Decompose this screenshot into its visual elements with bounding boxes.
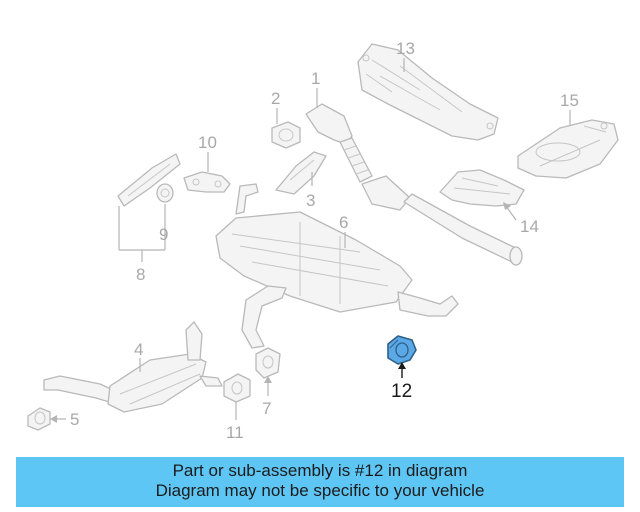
part-9-rubber-mount: [156, 183, 174, 203]
info-banner: Part or sub-assembly is #12 in diagram D…: [16, 457, 624, 507]
part-10-hanger: [183, 171, 231, 193]
part-6-rear-muffler: [215, 183, 459, 349]
callout-2: 2: [271, 89, 280, 108]
callout-12: 12: [391, 381, 412, 402]
leader-5: [50, 415, 66, 423]
part-1-front-pipe: [305, 103, 523, 266]
part-3-bracket: [275, 151, 327, 195]
callout-11: 11: [226, 423, 244, 442]
callout-15: 15: [560, 91, 579, 110]
callout-4: 4: [134, 340, 143, 359]
callout-7: 7: [262, 399, 271, 418]
part-12-highlighted-mount: [387, 335, 417, 365]
part-14-heat-shield: [439, 169, 525, 207]
part-2-gasket: [271, 121, 301, 149]
callout-6: 6: [339, 213, 348, 232]
part-4-front-muffler: [43, 321, 223, 413]
callout-10: 10: [198, 133, 217, 152]
banner-disclaimer: Diagram may not be specific to your vehi…: [155, 481, 485, 500]
part-8-bracket: [117, 153, 181, 207]
callout-5: 5: [70, 410, 79, 429]
callout-8: 8: [136, 265, 145, 284]
callout-14: 14: [520, 217, 539, 236]
part-5-clamp: [27, 407, 51, 431]
leader-8-9: [118, 204, 166, 262]
part-13-heat-shield: [357, 43, 499, 141]
callout-3: 3: [306, 191, 315, 210]
banner-part-note: Part or sub-assembly is #12 in diagram: [172, 461, 468, 480]
callout-1: 1: [311, 69, 320, 88]
part-7-clamp: [255, 347, 281, 379]
part-15-heat-shield: [517, 119, 619, 179]
leader-12: [398, 362, 406, 378]
part-11-rubber-mount: [223, 373, 251, 403]
callout-9: 9: [159, 225, 168, 244]
leader-7: [264, 376, 272, 396]
callout-13: 13: [396, 39, 415, 58]
leader-14: [503, 202, 517, 221]
